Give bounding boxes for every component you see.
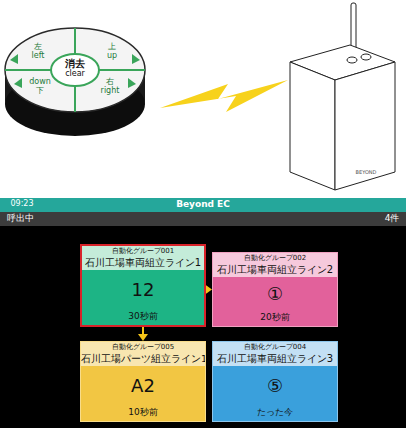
group-name: 自動化グループ002 bbox=[213, 253, 337, 263]
call-card: 自動化グループ001石川工場車両組立ライン11230秒前 bbox=[80, 244, 206, 327]
header-bar bbox=[0, 198, 406, 212]
brand-mark: BEYOND bbox=[356, 170, 377, 176]
call-number: ⑤ bbox=[213, 366, 337, 406]
screen-text: Beyond EC bbox=[176, 200, 230, 210]
receiver-led bbox=[361, 54, 371, 60]
elapsed-time: 20秒前 bbox=[213, 311, 337, 326]
call-number: A2 bbox=[81, 366, 205, 406]
wireless-bolt bbox=[160, 80, 288, 112]
receiver-side bbox=[335, 62, 395, 190]
key-label: 下 bbox=[36, 87, 44, 96]
call-card: 自動化グループ005石川工場パーツ組立ライン1A210秒前 bbox=[80, 341, 206, 422]
screen-text: 09:23 bbox=[10, 200, 33, 209]
button-face bbox=[5, 28, 145, 112]
screen-text: 4件 bbox=[385, 214, 400, 224]
key-label: clear bbox=[65, 70, 85, 79]
group-name: 自動化グループ005 bbox=[81, 342, 205, 352]
call-card: 自動化グループ004石川工場車両組立ライン3⑤たった今 bbox=[212, 341, 338, 422]
key-label: right bbox=[101, 87, 120, 96]
arrow-mark bbox=[14, 78, 22, 88]
flow-arrow bbox=[138, 327, 148, 341]
key-label: 右 bbox=[106, 78, 114, 87]
key-label: down bbox=[29, 78, 51, 87]
arrow-head bbox=[205, 285, 212, 295]
line-name: 石川工場車両組立ライン1 bbox=[82, 256, 204, 270]
call-number: 12 bbox=[82, 270, 204, 310]
divider bbox=[74, 86, 76, 112]
line-name: 石川工場車両組立ライン3 bbox=[213, 352, 337, 366]
line-name: 石川工場パーツ組立ライン1 bbox=[81, 352, 205, 366]
divider bbox=[5, 69, 51, 71]
elapsed-time: 10秒前 bbox=[81, 406, 205, 421]
group-name: 自動化グループ001 bbox=[82, 246, 204, 256]
clear-key bbox=[51, 54, 99, 86]
key-label: left bbox=[32, 52, 45, 61]
call-card: 自動化グループ002石川工場車両組立ライン2①20秒前 bbox=[212, 252, 338, 327]
receiver-front bbox=[290, 62, 335, 190]
arrow-line bbox=[142, 327, 144, 335]
receiver-led bbox=[347, 57, 357, 63]
screen-text: 呼出中 bbox=[7, 214, 34, 224]
arrow-head bbox=[138, 334, 148, 341]
divider bbox=[74, 28, 76, 54]
flow-arrow bbox=[205, 285, 212, 295]
group-name: 自動化グループ004 bbox=[213, 342, 337, 352]
call-number: ① bbox=[213, 277, 337, 311]
status-bar bbox=[0, 212, 406, 226]
arrow-mark bbox=[10, 54, 18, 64]
key-label: 消去 bbox=[65, 58, 85, 69]
elapsed-time: 30秒前 bbox=[82, 310, 204, 325]
elapsed-time: たった今 bbox=[213, 406, 337, 421]
key-label: up bbox=[107, 52, 117, 61]
divider bbox=[99, 69, 145, 71]
key-label: 左 bbox=[34, 43, 42, 52]
screen bbox=[0, 198, 406, 428]
line-name: 石川工場車両組立ライン2 bbox=[213, 263, 337, 277]
arrow-mark bbox=[128, 78, 136, 88]
key-label: 上 bbox=[108, 43, 116, 52]
arrow-mark bbox=[132, 54, 140, 64]
